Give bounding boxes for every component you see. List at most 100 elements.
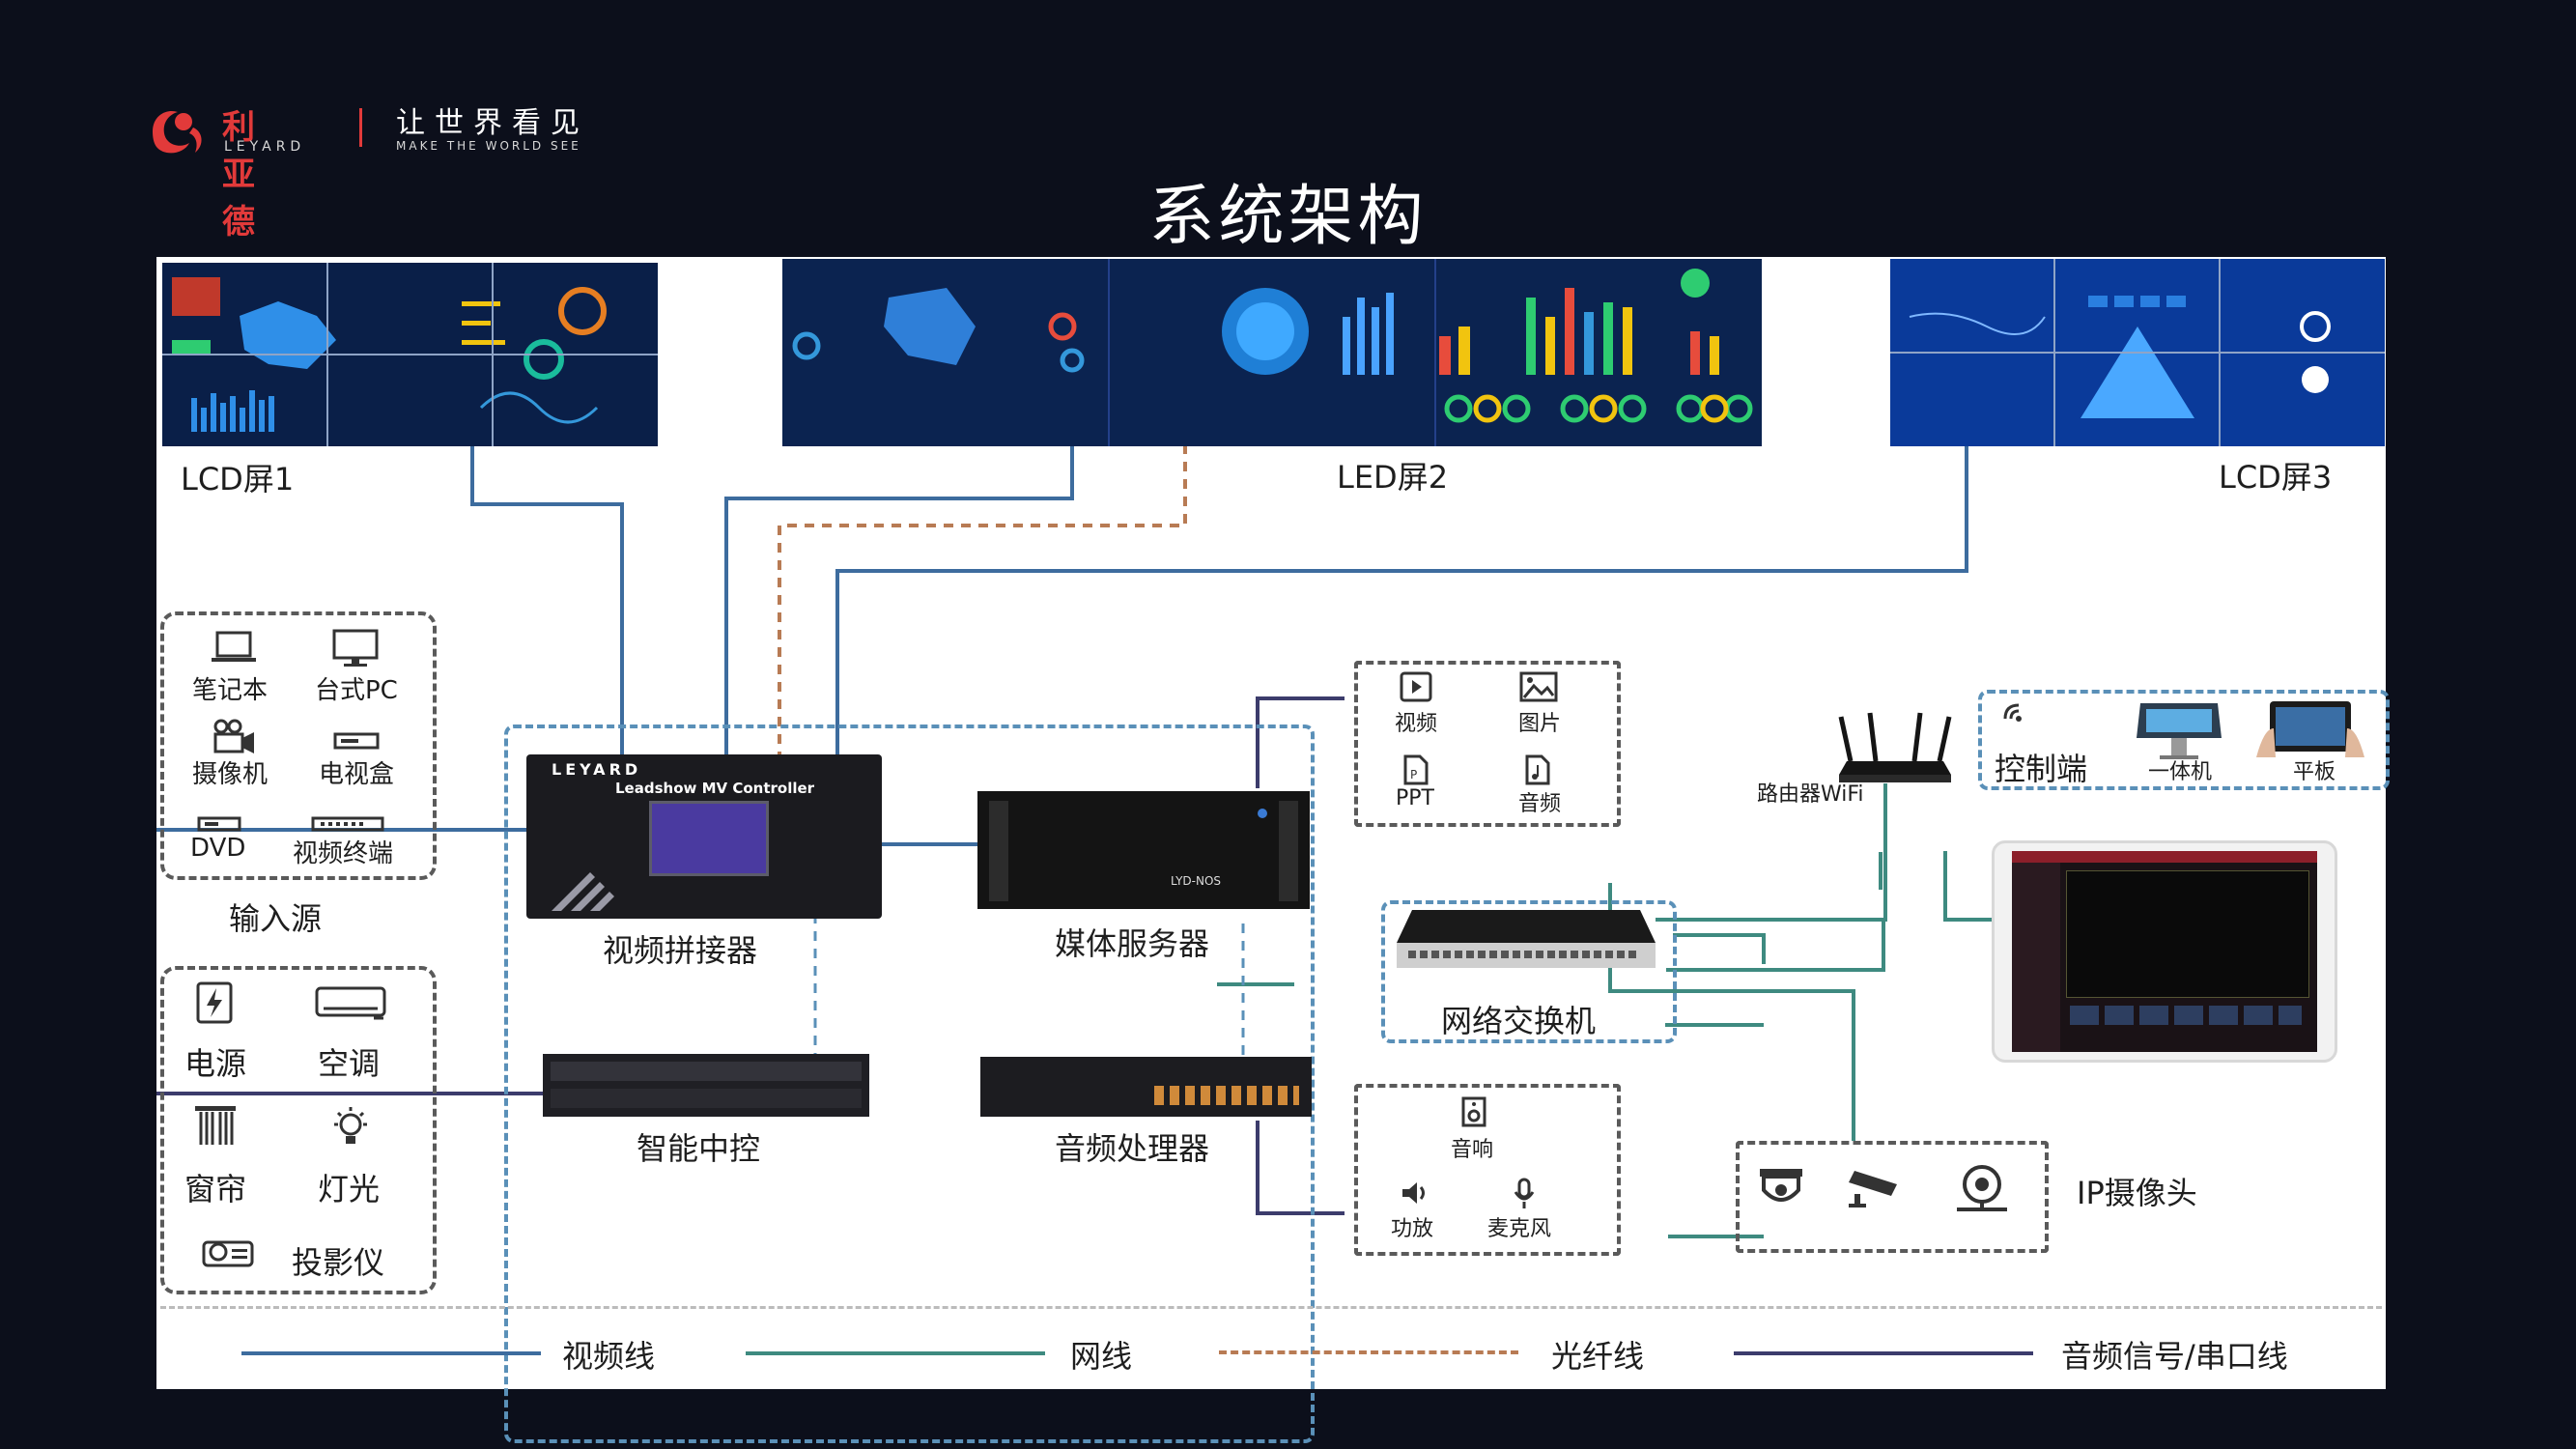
input-laptop-label: 笔记本	[192, 676, 269, 705]
central-control-device	[543, 1054, 869, 1117]
lcd3-label: LCD屏3	[2219, 459, 2333, 496]
dvd-icon	[197, 816, 241, 832]
splicer-label: 视频拼接器	[603, 932, 758, 969]
wireless-signal-icon	[2003, 703, 2022, 722]
bullet-camera-icon	[1849, 1171, 1897, 1208]
power-icon	[196, 981, 233, 1024]
network-switch-device	[1393, 906, 1659, 972]
video-terminal-icon	[311, 816, 384, 832]
tablet-mockup-canvas	[2066, 870, 2309, 998]
tablet-icon	[2256, 701, 2364, 757]
projector-icon	[202, 1240, 254, 1267]
splicer-touchscreen	[649, 801, 769, 876]
legend-network-label: 网线	[1070, 1338, 1133, 1375]
microphone-icon	[1514, 1178, 1535, 1208]
lcd-screen-1	[162, 263, 658, 446]
input-sources-label: 输入源	[229, 900, 323, 937]
legend-audio-line	[1734, 1351, 2033, 1355]
amplifier-icon	[1402, 1182, 1425, 1204]
dome-camera-icon	[1760, 1169, 1802, 1202]
legend-fiber-line	[1219, 1350, 1518, 1354]
media-box	[1354, 661, 1621, 827]
input-terminal-label: 视频终端	[293, 839, 394, 868]
camera-icon	[213, 719, 254, 753]
laptop-icon	[212, 631, 256, 662]
audio-processor-ports	[1154, 1086, 1299, 1105]
all-in-one-kiosk-icon	[2137, 703, 2222, 759]
led-screen-2	[782, 259, 1762, 446]
input-desktop-label: 台式PC	[315, 676, 398, 705]
diagram-panel: LCD屏1 LED屏2	[156, 257, 2390, 1443]
lcd1-label: LCD屏1	[181, 461, 295, 497]
lcd-screen-3	[1890, 259, 2385, 446]
media-audio-label: 音频	[1518, 792, 1562, 816]
image-icon	[1519, 671, 1558, 702]
legend-video-line	[241, 1351, 541, 1355]
ac-label: 空调	[318, 1045, 381, 1082]
input-sources-box	[160, 611, 437, 880]
desktop-pc-icon	[332, 629, 379, 667]
splicer-pattern	[552, 872, 614, 911]
splicer-model: Leadshow MV Controller	[615, 780, 815, 797]
slogan-cn: 让世界看见	[396, 106, 589, 140]
svg-text:P: P	[1410, 768, 1417, 781]
media-ppt-label: PPT	[1396, 786, 1434, 810]
tv-box-icon	[333, 732, 380, 750]
kiosk-label: 一体机	[2148, 760, 2213, 784]
tablet-mockup-sidebar	[2012, 863, 2060, 1052]
router-icon	[1838, 712, 1952, 782]
audio-processor-label: 音频处理器	[1055, 1130, 1210, 1167]
slogan-en: MAKE THE WORLD SEE	[396, 139, 581, 153]
curtain-label: 窗帘	[184, 1171, 247, 1208]
legend-video-label: 视频线	[562, 1338, 656, 1375]
curtain-icon	[195, 1106, 236, 1145]
control-label: 控制端	[1995, 751, 2088, 787]
legend-box	[160, 1306, 2382, 1388]
router-label: 路由器WiFi	[1757, 782, 1864, 807]
media-server-label: 媒体服务器	[1055, 925, 1210, 962]
led-screen-2-dashboard	[782, 259, 1762, 446]
audio-box	[1354, 1084, 1621, 1256]
tablet-mockup	[1992, 840, 2337, 1063]
splicer-brand: LEYARD	[552, 760, 642, 779]
legend-audio-label: 音频信号/串口线	[2061, 1338, 2288, 1375]
tablet-label: 平板	[2293, 760, 2336, 784]
controlled-devices-box	[160, 966, 437, 1294]
switch-label: 网络交换机	[1441, 1003, 1597, 1039]
light-icon	[334, 1107, 367, 1144]
logo-en: LEYARD	[224, 139, 306, 155]
input-camera-label: 摄像机	[192, 760, 269, 789]
audio-speaker-label: 音响	[1451, 1138, 1494, 1162]
input-tvbox-label: 电视盒	[319, 760, 395, 789]
switch-box	[1381, 900, 1677, 1043]
leyard-logo-icon	[153, 110, 202, 154]
ip-camera-label: IP摄像头	[2077, 1175, 2197, 1211]
video-icon	[1400, 671, 1432, 702]
legend-network-line	[746, 1351, 1045, 1355]
logo-divider	[359, 108, 362, 147]
ppt-icon: P	[1403, 754, 1429, 785]
central-control-ports	[551, 1089, 862, 1108]
video-splicer-device: LEYARD Leadshow MV Controller	[526, 754, 882, 919]
audio-microphone-label: 麦克风	[1487, 1217, 1552, 1241]
power-label: 电源	[184, 1045, 247, 1082]
tablet-mockup-topbar	[2012, 851, 2317, 863]
control-box	[1978, 690, 2390, 790]
media-server-right-handle	[1279, 801, 1298, 901]
switch-illustration	[1397, 910, 1656, 968]
legend-fiber-label: 光纤线	[1551, 1338, 1645, 1375]
media-server-power-led	[1258, 809, 1267, 818]
lcd-screen-1-dashboard	[162, 263, 658, 446]
connection-lines	[156, 444, 2088, 1238]
media-server-model: LYD-NOS	[1171, 874, 1222, 888]
tablet-mockup-screen	[2012, 851, 2317, 1052]
media-server-left-handle	[989, 801, 1008, 901]
projector-label: 投影仪	[292, 1244, 385, 1281]
audio-file-icon	[1525, 754, 1550, 785]
light-label: 灯光	[318, 1171, 381, 1208]
tablet-mockup-thumbnails	[2070, 1006, 2302, 1025]
media-video-label: 视频	[1395, 712, 1438, 736]
audio-amplifier-label: 功放	[1391, 1217, 1434, 1241]
ptz-camera-icon	[1957, 1165, 2007, 1211]
